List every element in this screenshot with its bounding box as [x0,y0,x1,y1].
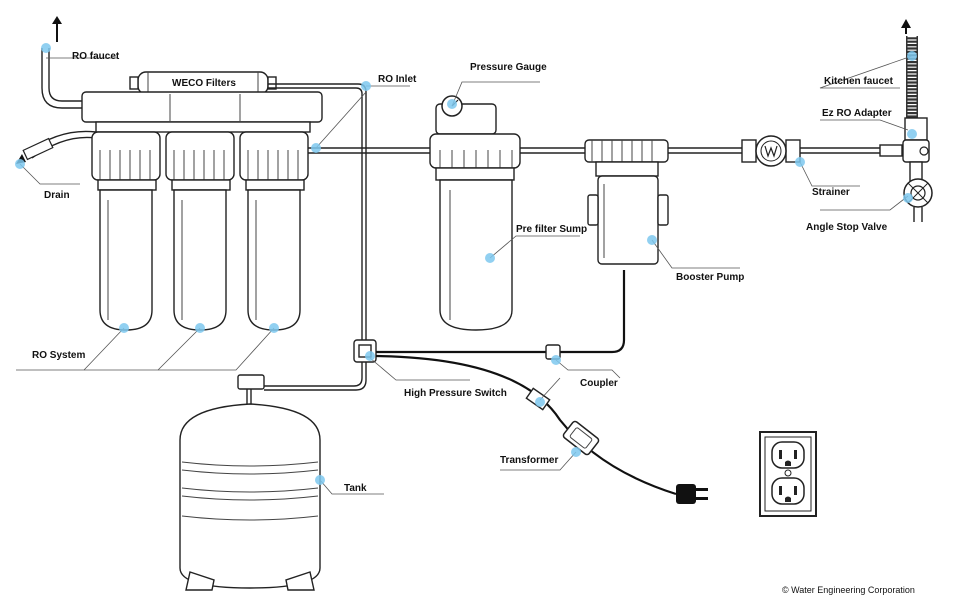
up-arrow-icon [52,16,62,42]
drain-line [16,130,97,164]
power-plug-icon [676,484,708,504]
label-kitchen-faucet: Kitchen faucet [824,76,893,87]
supply-line [308,147,895,154]
storage-tank [179,374,321,591]
strainer-icon [741,135,801,167]
label-weco-filters: WECO Filters [172,78,236,89]
label-ez-ro-adapter: Ez RO Adapter [822,108,892,119]
electrical-outlet-icon [759,431,817,517]
label-transformer: Transformer [500,455,559,466]
label-pressure-gauge: Pressure Gauge [470,62,547,73]
kitchen-faucet-line [879,19,930,183]
label-high-pressure-switch: High Pressure Switch [404,388,507,399]
label-markers [15,43,917,485]
label-ro-system: RO System [32,350,86,361]
label-leaders [16,55,913,495]
label-pre-filter-sump: Pre filter Sump [516,224,588,235]
label-tank: Tank [344,483,367,494]
label-coupler: Coupler [580,378,618,389]
label-drain: Drain [44,190,70,201]
pre-filter-sump [429,103,521,331]
up-arrow-icon [901,19,911,34]
label-booster-pump: Booster Pump [676,272,745,283]
ro-sump-2 [165,131,235,331]
label-strainer: Strainer [812,187,850,198]
ro-sump-1 [91,131,161,331]
copyright-notice: © Water Engineering Corporation [782,585,915,595]
electrical-wires [375,270,677,496]
label-ro-faucet: RO faucet [72,51,120,62]
ro-sump-3 [239,131,309,331]
booster-pump [584,139,669,265]
label-ro-inlet: RO Inlet [378,74,417,85]
ro-faucet [41,16,82,109]
label-angle-stop-valve: Angle Stop Valve [806,222,888,233]
transformer [562,420,600,456]
